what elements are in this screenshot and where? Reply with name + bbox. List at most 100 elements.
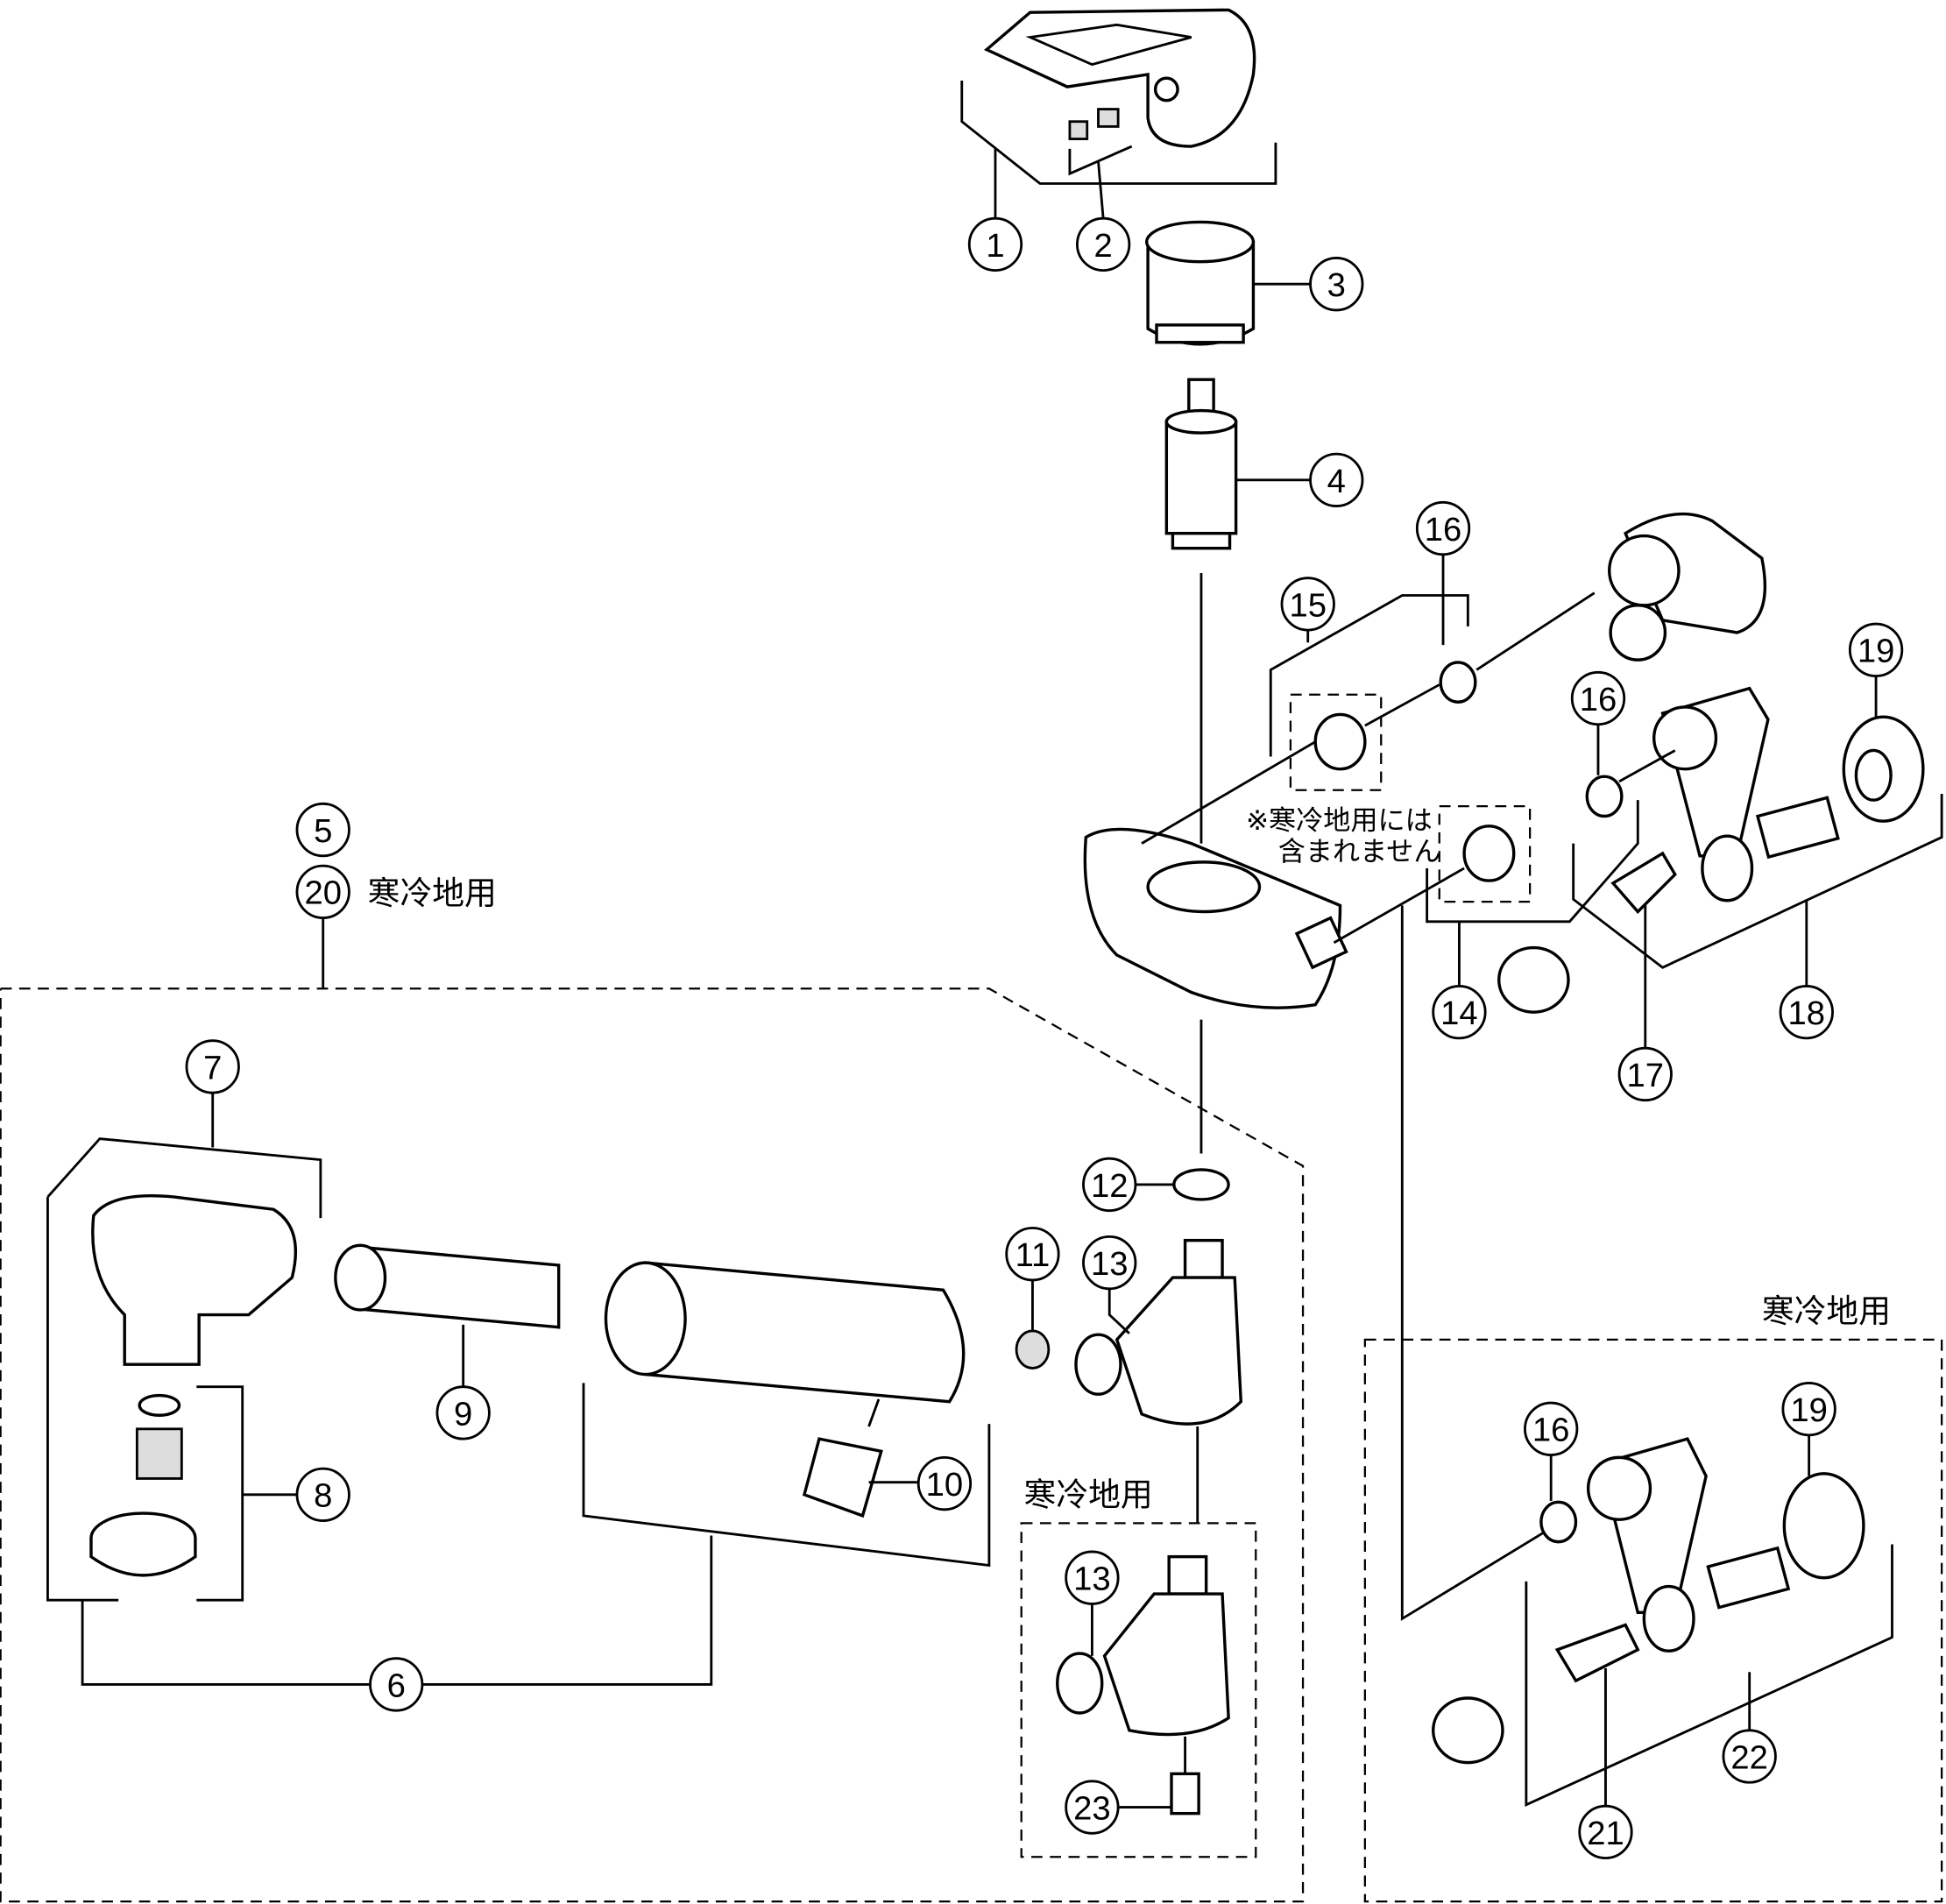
callout-6: 6	[369, 1657, 424, 1712]
callout-19: 19	[1781, 1382, 1836, 1437]
strainer-plug	[1554, 851, 1677, 1683]
drain-plug	[1170, 1772, 1200, 1816]
cap-nut	[1144, 220, 1256, 346]
callout-circle	[1617, 1046, 1673, 1102]
callout-number: 18	[1788, 994, 1826, 1032]
leader-lines	[46, 81, 1943, 1808]
o-ring-12	[1172, 1168, 1230, 1201]
callout-circle	[1082, 1157, 1137, 1213]
spout-elbow-lower	[1056, 1554, 1230, 1737]
callout-18: 18	[1779, 985, 1834, 1040]
callout-1: 1	[967, 216, 1023, 273]
callout-7: 7	[185, 1039, 240, 1094]
callout-circle	[1848, 622, 1904, 677]
callout-number: 9	[454, 1395, 472, 1433]
valve-box-15	[1289, 693, 1383, 791]
callout-number: 19	[1790, 1391, 1828, 1429]
callout-circle	[369, 1657, 424, 1712]
callout-16: 16	[1570, 670, 1626, 726]
callout-circle	[1082, 1235, 1137, 1291]
callout-circle	[1309, 452, 1364, 507]
elbow-union-top	[1608, 512, 1767, 662]
callout-circle	[1578, 1804, 1633, 1860]
spout-outer-pipe	[604, 1261, 966, 1404]
callout-circle	[1524, 1401, 1579, 1456]
callout-number: 8	[314, 1477, 332, 1515]
callout-9: 9	[435, 1385, 491, 1440]
callout-circle	[1779, 985, 1834, 1040]
callout-number: 7	[203, 1049, 222, 1086]
callout-number: 22	[1730, 1738, 1768, 1776]
callout-number: 13	[1073, 1561, 1111, 1598]
callout-circle	[1432, 985, 1487, 1040]
callout-circle	[1309, 257, 1364, 312]
callout-15: 15	[1280, 577, 1335, 632]
callout-circle	[1781, 1382, 1836, 1437]
cold-region-group-boundary	[0, 987, 1305, 1903]
callout-number: 11	[1015, 1236, 1051, 1274]
callout-circle	[1280, 577, 1335, 632]
callout-number: 16	[1532, 1412, 1570, 1449]
excluded-note-line2: 含まれません	[1278, 836, 1441, 867]
callout-circle	[967, 216, 1023, 273]
callout-11: 11	[1005, 1227, 1060, 1282]
excluded-note-line1: ※寒冷地用には	[1246, 805, 1433, 837]
spout-elbow-upper	[1074, 1238, 1243, 1426]
callout-5: 5	[295, 802, 350, 858]
callout-16: 16	[1415, 500, 1471, 556]
callout-16: 16	[1524, 1401, 1579, 1456]
callout-10: 10	[916, 1455, 973, 1511]
callout-3: 3	[1309, 257, 1364, 312]
callout-number: 15	[1289, 586, 1327, 624]
faucet-body	[1083, 827, 1348, 1009]
callout-circle	[1722, 1729, 1777, 1784]
spout-inner-pipe	[334, 1243, 561, 1329]
shower-switch-valve	[91, 1193, 298, 1366]
callout-circle	[1005, 1227, 1060, 1282]
callout-number: 14	[1440, 994, 1478, 1032]
callout-circle	[295, 864, 350, 919]
aerator-set	[89, 1393, 197, 1577]
callout-number: 17	[1627, 1057, 1665, 1094]
callout-14: 14	[1432, 985, 1487, 1040]
callout-2: 2	[1075, 216, 1131, 273]
callout-number: 20	[304, 874, 342, 912]
spout-clip	[802, 1437, 883, 1518]
cold-region-label-right: 寒冷地用	[1762, 1292, 1891, 1330]
callout-number: 5	[314, 812, 332, 850]
set-screws	[1068, 108, 1120, 140]
wall-flange-top	[1842, 715, 1925, 823]
callout-21: 21	[1578, 1804, 1633, 1860]
callout-23: 23	[1065, 1780, 1120, 1835]
cold-region-label-center: 寒冷地用	[1024, 1476, 1153, 1514]
callout-circle	[1065, 1550, 1120, 1605]
callout-number: 10	[926, 1466, 964, 1504]
callout-number: 2	[1094, 227, 1113, 265]
callout-17: 17	[1617, 1046, 1673, 1102]
callout-number: 1	[986, 227, 1004, 265]
valve-box-14	[1438, 805, 1532, 903]
callout-number: 3	[1327, 266, 1346, 304]
mesh-filter	[1015, 1329, 1051, 1370]
callout-circle	[1570, 670, 1626, 726]
callout-20: 20	[295, 864, 350, 919]
callout-12: 12	[1082, 1157, 1137, 1213]
callout-circle	[185, 1039, 240, 1094]
callout-number: 4	[1327, 463, 1346, 500]
callout-number: 21	[1587, 1815, 1624, 1852]
callout-circle	[295, 802, 350, 858]
cold-region-box-center	[1020, 1522, 1257, 1858]
callout-circle	[916, 1455, 973, 1511]
callout-number: 23	[1073, 1789, 1111, 1827]
check-valves	[1313, 712, 1516, 882]
callout-number: 16	[1580, 681, 1617, 718]
callout-19: 19	[1848, 622, 1904, 677]
callout-8: 8	[295, 1467, 350, 1522]
cartridge	[1164, 378, 1238, 550]
callout-number: 12	[1091, 1167, 1129, 1205]
callout-circle	[435, 1385, 491, 1440]
washers	[1439, 661, 1624, 1544]
strainer-cap	[1432, 945, 1570, 1765]
